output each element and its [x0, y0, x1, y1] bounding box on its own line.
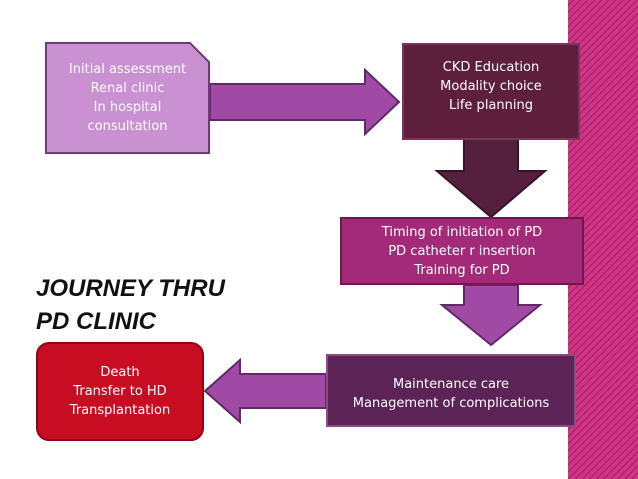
title-line-1: JOURNEY THRU — [36, 275, 225, 302]
arrow-down-to-timing — [434, 138, 548, 219]
timing-line: Training for PD — [414, 262, 510, 278]
arrow-right-to-ckd — [209, 67, 401, 137]
ckd-line: Modality choice — [440, 78, 542, 94]
outcome-text: Death Transfer to HD Transplantation — [37, 343, 203, 440]
ckd-education-text: CKD Education Modality choice Life plann… — [403, 46, 579, 126]
initial-line: Renal clinic — [90, 81, 165, 96]
ckd-line: CKD Education — [442, 59, 540, 75]
outcome-box — [36, 342, 204, 441]
ckd-line: Life planning — [449, 97, 533, 113]
timing-text: Timing of initiation of PD PD catheter r… — [341, 218, 583, 284]
initial-line: Initial assessment — [68, 62, 187, 77]
outcome-line: Transfer to HD — [73, 384, 167, 399]
maintenance-line: Management of complications — [352, 395, 550, 411]
maintenance-line: Maintenance care — [392, 376, 510, 392]
initial-line: In hospital — [93, 100, 162, 115]
arrow-down-to-maintenance — [439, 284, 543, 347]
ckd-education-box — [402, 43, 580, 140]
outcome-line: Death — [100, 365, 140, 380]
initial-assessment-text: Initial assessment Renal clinic In hospi… — [46, 43, 209, 153]
outcome-line: Transplantation — [69, 403, 171, 418]
maintenance-box — [326, 354, 576, 427]
title-line-2: PD CLINIC — [36, 308, 156, 335]
timing-line: PD catheter r insertion — [388, 243, 536, 259]
arrow-left-to-outcome — [203, 357, 327, 425]
timing-box — [340, 217, 584, 285]
timing-line: Timing of initiation of PD — [381, 224, 543, 240]
initial-assessment-box — [45, 42, 210, 154]
maintenance-text: Maintenance care Management of complicat… — [327, 358, 575, 429]
slide-title: JOURNEY THRU PD CLINIC — [36, 272, 225, 338]
initial-line: consultation — [87, 119, 168, 134]
